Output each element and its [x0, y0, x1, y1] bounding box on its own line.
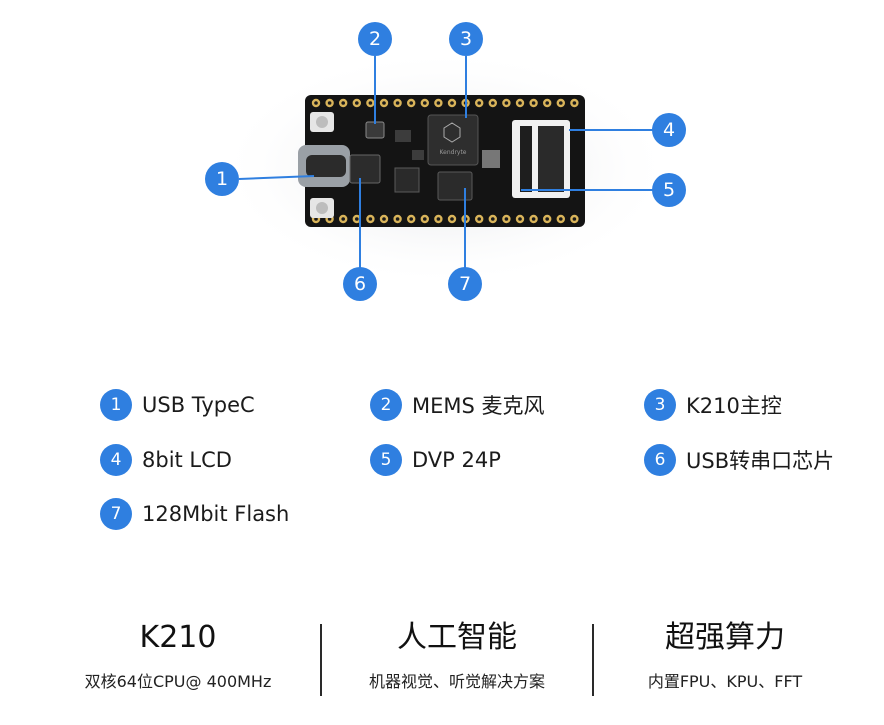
- header-pin-hole: [355, 101, 359, 105]
- feature-divider: [592, 624, 594, 696]
- header-pin-hole: [572, 217, 577, 221]
- legend-item: 5 DVP 24P: [370, 443, 501, 477]
- header-pin-hole: [327, 217, 332, 221]
- kendryte-logo: [443, 122, 461, 143]
- feature-description: 机器视觉、听觉解决方案: [368, 672, 545, 691]
- feature-title: K210: [139, 620, 217, 655]
- usb-typec-port: [306, 155, 346, 177]
- header-pin-hole: [395, 217, 400, 221]
- callout-6: 6: [343, 267, 377, 301]
- legend-label: DVP 24P: [412, 448, 501, 472]
- regulator-chip: [394, 167, 420, 193]
- header-pin-hole: [423, 217, 427, 221]
- feature-title: 超强算力: [665, 620, 785, 655]
- button-top-cap: [316, 116, 328, 128]
- legend-label: K210主控: [686, 394, 782, 418]
- board-diagram: Kendryte 1 2 3 4 5 6 7: [0, 0, 884, 340]
- legend-number: 7: [100, 498, 132, 530]
- feature-title: 人工智能: [397, 620, 517, 655]
- legend-number: 3: [644, 389, 676, 421]
- header-pin-hole: [409, 217, 414, 221]
- header-pin-hole: [314, 217, 318, 221]
- header-pin-hole: [572, 101, 577, 105]
- header-pin-hole: [504, 217, 509, 221]
- header-pin-hole: [382, 217, 386, 221]
- legend-label: 128Mbit Flash: [142, 502, 290, 526]
- legend-label: MEMS 麦克风: [412, 394, 545, 418]
- legend-number: 5: [370, 444, 402, 476]
- header-pin-hole: [355, 217, 359, 221]
- callout-lines: [238, 56, 655, 268]
- header-pin-hole: [409, 101, 414, 105]
- header-pin-hole: [504, 101, 509, 105]
- header-pin-hole: [450, 217, 454, 221]
- feature-ai: 人工智能 机器视觉、听觉解决方案: [332, 618, 582, 694]
- legend-number: 4: [100, 444, 132, 476]
- mems-microphone: [365, 121, 385, 139]
- legend-item: 6 USB转串口芯片: [644, 443, 834, 477]
- legend-label: USB转串口芯片: [686, 449, 835, 473]
- dvp-fpc-slot: [538, 126, 564, 192]
- legend-item: 4 8bit LCD: [100, 443, 232, 477]
- legend-label: 8bit LCD: [142, 448, 232, 472]
- crystal-oscillator: [482, 150, 500, 168]
- header-pin-hole: [423, 101, 427, 105]
- header-pin-hole: [531, 217, 536, 221]
- header-pin-hole: [436, 101, 441, 105]
- feature-description: 内置FPU、KPU、FFT: [647, 672, 803, 691]
- callout-5: 5: [652, 173, 686, 207]
- legend-number: 6: [644, 444, 676, 476]
- header-pin-hole: [477, 217, 482, 221]
- feature-k210: K210 双核64位CPU@ 400MHz: [53, 618, 303, 694]
- header-pin-hole: [327, 101, 332, 105]
- header-pin-hole: [341, 101, 346, 105]
- callout-4: 4: [652, 113, 686, 147]
- legend-item: 1 USB TypeC: [100, 388, 255, 422]
- header-pin-hole: [531, 101, 536, 105]
- header-pin-hole: [559, 101, 563, 105]
- smd-component: [412, 150, 424, 160]
- callout-3: 3: [449, 22, 483, 56]
- legend-number: 1: [100, 389, 132, 421]
- header-pin-hole: [395, 101, 400, 105]
- header-pin-hole: [518, 101, 522, 105]
- pin-header-top: [311, 98, 579, 108]
- header-pin-hole: [382, 101, 386, 105]
- header-pin-hole: [341, 217, 346, 221]
- flash-chip: [437, 171, 473, 201]
- header-pin-hole: [450, 101, 454, 105]
- button-bottom-cap: [316, 202, 328, 214]
- lcd-fpc-slot: [520, 126, 532, 192]
- header-pin-hole: [314, 101, 318, 105]
- pin-header-bottom: [311, 214, 579, 224]
- callout-7: 7: [448, 267, 482, 301]
- header-pin-hole: [477, 101, 482, 105]
- header-pin-hole: [368, 101, 373, 105]
- header-pin-hole: [559, 217, 563, 221]
- header-pin-hole: [436, 217, 441, 221]
- k210-chip-marking: Kendryte: [440, 149, 467, 156]
- board-illustration: Kendryte: [215, 48, 675, 288]
- feature-divider: [320, 624, 322, 696]
- feature-compute: 超强算力 内置FPU、KPU、FFT: [600, 618, 850, 694]
- legend-number: 2: [370, 389, 402, 421]
- header-pin-hole: [368, 217, 373, 221]
- header-pin-hole: [491, 217, 495, 221]
- header-pin-hole: [545, 101, 549, 105]
- callout-2: 2: [358, 22, 392, 56]
- legend-item: 2 MEMS 麦克风: [370, 388, 545, 422]
- legend-item: 3 K210主控: [644, 388, 782, 422]
- smd-component: [395, 130, 411, 142]
- k210-chip: [427, 114, 479, 166]
- header-pin-hole: [491, 101, 495, 105]
- callout-1: 1: [205, 162, 239, 196]
- feature-description: 双核64位CPU@ 400MHz: [84, 672, 272, 691]
- usb-serial-chip: [349, 154, 381, 184]
- legend-label: USB TypeC: [142, 393, 255, 417]
- header-pin-hole: [518, 217, 522, 221]
- header-pin-hole: [545, 217, 549, 221]
- legend-item: 7 128Mbit Flash: [100, 497, 289, 531]
